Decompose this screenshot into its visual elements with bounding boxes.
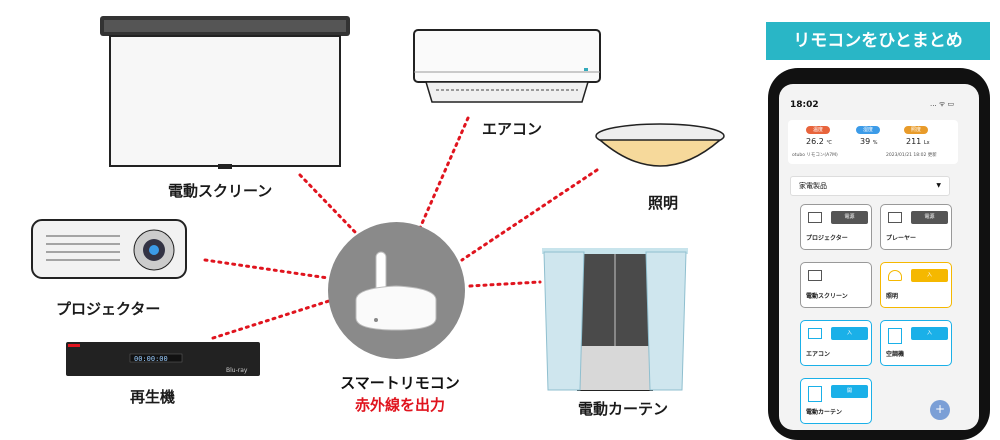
sensor-device-name: otubo リモコン(A7M) bbox=[792, 153, 838, 158]
screen-icon bbox=[808, 270, 822, 281]
bluray-logo: Blu-ray bbox=[226, 367, 248, 374]
tile-air-conditioner-label: 空調機 bbox=[886, 351, 905, 358]
tile-projector[interactable]: 電源 プロジェクター bbox=[800, 204, 872, 250]
status-time: 18:02 bbox=[790, 100, 819, 110]
smart-remote-image bbox=[355, 251, 437, 331]
player-power-button[interactable]: 電源 bbox=[911, 211, 948, 224]
projector-image bbox=[31, 219, 187, 279]
tile-curtain[interactable]: 開 電動カーテン bbox=[800, 378, 872, 424]
tile-screen[interactable]: 電動スクリーン bbox=[800, 262, 872, 308]
curtain-open-button[interactable]: 開 bbox=[831, 385, 868, 398]
air-conditioner-on-button[interactable]: 入 bbox=[911, 327, 948, 340]
add-button[interactable]: + bbox=[930, 400, 950, 420]
air-purifier-icon bbox=[888, 328, 902, 344]
projector-label: プロジェクター bbox=[56, 300, 161, 318]
phone-banner: リモコンをひとまとめ bbox=[766, 22, 990, 60]
illuminance-value: 211 bbox=[906, 137, 922, 146]
tile-aircon-label: エアコン bbox=[806, 351, 831, 358]
connector-aircon bbox=[418, 116, 470, 230]
projector-power-button[interactable]: 電源 bbox=[831, 211, 868, 224]
status-icons: ... ᯤ ▭ bbox=[930, 100, 955, 108]
hub-subtitle: 赤外線を出力 bbox=[354, 396, 445, 414]
connector-screen bbox=[298, 173, 357, 234]
humidity-value: 39 bbox=[860, 137, 871, 146]
connector-projector bbox=[203, 258, 330, 280]
tile-player-label: プレーヤー bbox=[886, 235, 917, 242]
electric-screen-image bbox=[100, 16, 350, 169]
sensor-card[interactable]: 温度 湿度 照度 26.2 ℃ 39 % 211 Lx otubo リモコン(A… bbox=[788, 120, 958, 164]
connector-lines bbox=[203, 116, 599, 340]
category-value: 家電製品 bbox=[799, 182, 827, 190]
player-label: 再生機 bbox=[130, 388, 176, 406]
tile-curtain-label: 電動カーテン bbox=[806, 409, 843, 416]
illuminance-tag: 照度 bbox=[904, 126, 928, 134]
aircon-on-button[interactable]: 入 bbox=[831, 327, 868, 340]
projector-icon bbox=[808, 212, 822, 223]
tile-player[interactable]: 電源 プレーヤー bbox=[880, 204, 952, 250]
connector-light bbox=[460, 168, 599, 262]
category-dropdown[interactable]: 家電製品 ▼ bbox=[790, 176, 950, 196]
connector-curtain bbox=[468, 280, 542, 288]
humidity-unit: % bbox=[872, 140, 878, 146]
light-label: 照明 bbox=[648, 194, 679, 212]
aircon-image bbox=[413, 29, 601, 103]
tile-air-conditioner[interactable]: 入 空調機 bbox=[880, 320, 952, 366]
tile-light[interactable]: 入 照明 bbox=[880, 262, 952, 308]
temperature-tag: 温度 bbox=[806, 126, 830, 134]
tile-screen-label: 電動スクリーン bbox=[806, 293, 848, 300]
player-display: 00:00:00 bbox=[134, 355, 168, 363]
player-icon bbox=[888, 212, 902, 223]
connector-player bbox=[211, 298, 334, 340]
aircon-icon bbox=[808, 328, 822, 339]
hub-title: スマートリモコン bbox=[340, 374, 460, 392]
ceiling-light-image bbox=[595, 123, 725, 167]
screen-label: 電動スクリーン bbox=[168, 182, 273, 200]
tile-projector-label: プロジェクター bbox=[806, 235, 848, 242]
tile-aircon[interactable]: 入 エアコン bbox=[800, 320, 872, 366]
aircon-label: エアコン bbox=[482, 120, 543, 138]
sensor-updated-time: 2023/01/21 18:02 更新 bbox=[886, 153, 937, 158]
temperature-value: 26.2 bbox=[806, 137, 824, 146]
light-on-button[interactable]: 入 bbox=[911, 269, 948, 282]
player-image: 00:00:00 Blu-ray bbox=[66, 342, 260, 376]
chevron-down-icon: ▼ bbox=[936, 182, 941, 189]
illuminance-unit: Lx bbox=[923, 140, 930, 146]
light-icon bbox=[888, 270, 902, 281]
humidity-tag: 湿度 bbox=[856, 126, 880, 134]
tile-light-label: 照明 bbox=[886, 293, 899, 300]
curtain-icon bbox=[808, 386, 822, 402]
temperature-unit: ℃ bbox=[826, 140, 832, 146]
curtain-label: 電動カーテン bbox=[578, 400, 669, 418]
curtain-window-image bbox=[542, 248, 688, 391]
hub-caption: スマートリモコン 赤外線を出力 bbox=[300, 372, 500, 416]
